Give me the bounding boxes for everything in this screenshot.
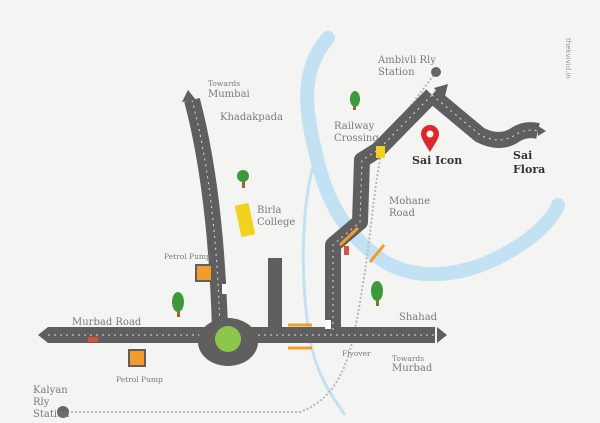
car: [344, 246, 349, 255]
arrow-north-icon: [182, 90, 196, 102]
car: [222, 284, 227, 294]
sai-flora-road: [426, 88, 540, 148]
petrol-pump-label-1: Petrol Pump: [164, 252, 211, 261]
tree-icon: [371, 281, 383, 306]
towards-murbad-caption: Towards: [392, 354, 425, 363]
sai-flora-label: Sai Flora: [513, 149, 546, 176]
railway-crossing: [376, 146, 385, 158]
river: [300, 31, 565, 282]
location-pin-icon: [421, 125, 439, 152]
arrow-east-flora-icon: [538, 126, 546, 136]
towards-mumbai-caption: Towards: [208, 79, 241, 88]
sai-icon-label: Sai Icon: [412, 154, 463, 167]
watermark: thekvivid.in: [564, 38, 572, 79]
tree-icon: [172, 292, 184, 317]
ambivli-station-label: Ambivli Rly Station: [378, 55, 436, 78]
kalyan-station-dot: [57, 406, 69, 418]
arrow-east-icon: [437, 327, 447, 343]
petrol-pump-1: [195, 264, 213, 282]
arrow-west-icon: [38, 327, 48, 343]
ambivli-station-dot: [431, 67, 441, 77]
river-branch: [301, 149, 347, 416]
car: [88, 337, 98, 342]
tree-icon: [237, 170, 249, 188]
flyover-label: Flyover: [342, 349, 371, 358]
shahad-label: Shahad: [399, 312, 438, 323]
birla-college-building: [234, 202, 256, 238]
railway-line: [68, 71, 437, 413]
kalyan-station-label: Kalyan Rly Station: [33, 385, 70, 420]
murbad-road-label: Murbad Road: [72, 317, 142, 328]
railway-crossing-label: Railway Crossing: [334, 121, 379, 144]
car: [325, 320, 331, 329]
road-stub: [268, 258, 282, 330]
towards-murbad-label: Murbad: [392, 363, 433, 374]
petrol-pump-2: [128, 349, 146, 367]
tree-icon: [350, 91, 360, 110]
petrol-pump-label-2: Petrol Pump: [116, 375, 163, 384]
roundabout: [215, 326, 241, 352]
birla-college-label: Birla College: [257, 205, 296, 228]
khadakpada-label: Khadakpada: [220, 112, 284, 123]
mumbai-road: [184, 97, 228, 331]
towards-mumbai-label: Mumbai: [208, 89, 250, 100]
mohane-road-label: Mohane Road: [389, 196, 431, 219]
arrow-northeast-icon: [434, 84, 448, 100]
